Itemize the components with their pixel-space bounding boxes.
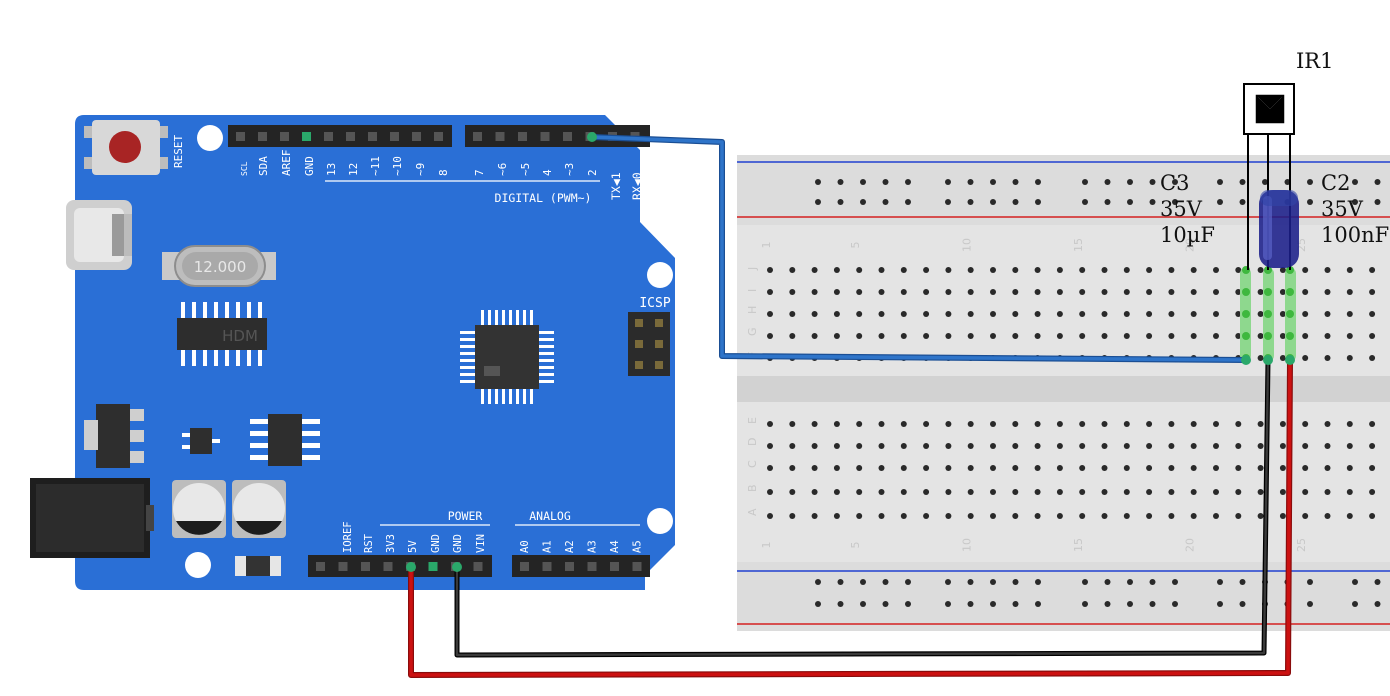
digital-pin-label: ~10 — [391, 156, 404, 176]
row-letter: E — [746, 417, 759, 424]
column-number: 5 — [849, 542, 862, 549]
icsp-label: ICSP — [639, 296, 670, 311]
digital-pin-label: 7 — [473, 169, 486, 176]
analog-pin-labels: A0 A1 A2 A3 A4 A5 — [519, 540, 644, 553]
column-number: 10 — [961, 238, 974, 252]
column-number: 10 — [961, 538, 974, 552]
column-number: 20 — [1184, 538, 1197, 552]
digital-pwm-label: DIGITAL (PWM~) — [495, 191, 592, 205]
voltage-regulator — [84, 404, 144, 468]
power-pin-label: IOREF — [342, 521, 354, 553]
analog-pin-label: A5 — [632, 540, 644, 553]
analog-label: ANALOG — [529, 509, 571, 523]
digital-pin-label: 12 — [347, 163, 360, 176]
small-transistor — [182, 428, 220, 454]
analog-pin-label: A1 — [542, 540, 554, 553]
mounting-hole — [197, 125, 223, 151]
row-letter: I — [746, 289, 759, 292]
svg-text:HDM: HDM — [222, 327, 258, 345]
c3-value: 10µF — [1160, 223, 1215, 247]
mounting-hole — [185, 552, 211, 578]
electrolytic-capacitor — [172, 480, 226, 538]
signal-wire-pin2 — [587, 132, 1251, 365]
power-pin-label: 3V3 — [385, 534, 397, 553]
power-pin-label: GND — [452, 534, 464, 553]
power-header — [308, 555, 492, 577]
power-pin-label: RST — [363, 533, 375, 553]
column-number: 1 — [760, 242, 773, 249]
tx-label: TX◀1 — [609, 172, 623, 200]
analog-pin-label: A2 — [564, 540, 576, 553]
digital-pin-label: SCL — [240, 161, 249, 176]
analog-header — [512, 555, 650, 577]
c2-voltage: 35V — [1321, 197, 1364, 221]
c2-name: C2 — [1321, 171, 1350, 195]
row-letter: H — [746, 306, 759, 314]
digital-header — [228, 125, 650, 147]
mounting-hole — [647, 262, 673, 288]
connected-holes — [1240, 266, 1296, 362]
crystal-oscillator: 12.000 — [162, 245, 276, 287]
column-number: 20 — [1184, 238, 1197, 252]
digital-pin-label: ~11 — [369, 156, 382, 176]
digital-pin-label: 8 — [437, 169, 450, 176]
digital-pin-label: ~3 — [563, 163, 576, 176]
digital-pin-label: GND — [303, 156, 316, 176]
row-letter: G — [746, 327, 759, 336]
row-letter: B — [746, 484, 759, 492]
usb-interface-chip: HDM — [177, 302, 267, 366]
analog-pin-label: A0 — [519, 540, 531, 553]
ground-wire — [452, 355, 1273, 658]
rx-label: RX◀0 — [630, 172, 644, 200]
digital-pin-label: SDA — [257, 156, 270, 176]
power-label: POWER — [448, 509, 483, 523]
c2-value: 100nF — [1321, 223, 1389, 247]
electrolytic-capacitor — [232, 480, 286, 538]
arduino-uno-board: RESET 12.000 HDM — [30, 115, 675, 590]
power-pin-label: VIN — [475, 534, 487, 553]
mounting-hole — [647, 508, 673, 534]
digital-pin-label: ~9 — [414, 163, 427, 176]
row-letter: D — [746, 438, 759, 446]
c3-name: C3 — [1160, 171, 1189, 195]
digital-pin-label: 13 — [325, 163, 338, 176]
digital-pin-label: 4 — [541, 169, 554, 176]
center-channel — [737, 376, 1390, 402]
analog-pin-label: A3 — [587, 540, 599, 553]
analog-pin-label: A4 — [609, 540, 621, 553]
power-5v-wire — [406, 355, 1295, 678]
dc-power-jack — [30, 478, 154, 558]
c3-voltage: 35V — [1160, 197, 1203, 221]
microcontroller-chip — [460, 310, 554, 404]
column-number: 1 — [760, 542, 773, 549]
digital-pin-label: 2 — [586, 169, 599, 176]
capacitor-c3-c2-body — [1259, 190, 1299, 268]
power-pin-label: 5V — [407, 540, 419, 553]
reset-button[interactable] — [84, 120, 168, 175]
column-number: 15 — [1072, 238, 1085, 252]
soic-chip — [250, 414, 320, 466]
column-number: 5 — [849, 242, 862, 249]
power-pin-labels: IOREF RST 3V3 5V GND GND VIN — [342, 521, 487, 553]
reset-label: RESET — [172, 135, 185, 168]
column-number: 15 — [1072, 538, 1085, 552]
smd-fuse — [235, 556, 281, 576]
icsp-header — [628, 312, 670, 376]
digital-pin-label: AREF — [280, 150, 293, 177]
row-letter: A — [746, 508, 759, 516]
digital-pin-label: ~6 — [496, 163, 509, 176]
ir1-label: IR1 — [1296, 49, 1333, 73]
usb-c-port — [66, 200, 132, 270]
crystal-label: 12.000 — [194, 258, 247, 276]
row-letter: C — [746, 460, 759, 468]
digital-pin-labels: SCL SDA AREF GND 13 12 ~11 ~10 ~9 8 7 ~6 ~5 4 ~3 2 — [240, 150, 599, 177]
power-pin-label: GND — [430, 534, 442, 553]
column-number: 25 — [1295, 538, 1308, 552]
row-letter: J — [746, 267, 759, 271]
digital-pin-label: ~5 — [519, 163, 532, 176]
